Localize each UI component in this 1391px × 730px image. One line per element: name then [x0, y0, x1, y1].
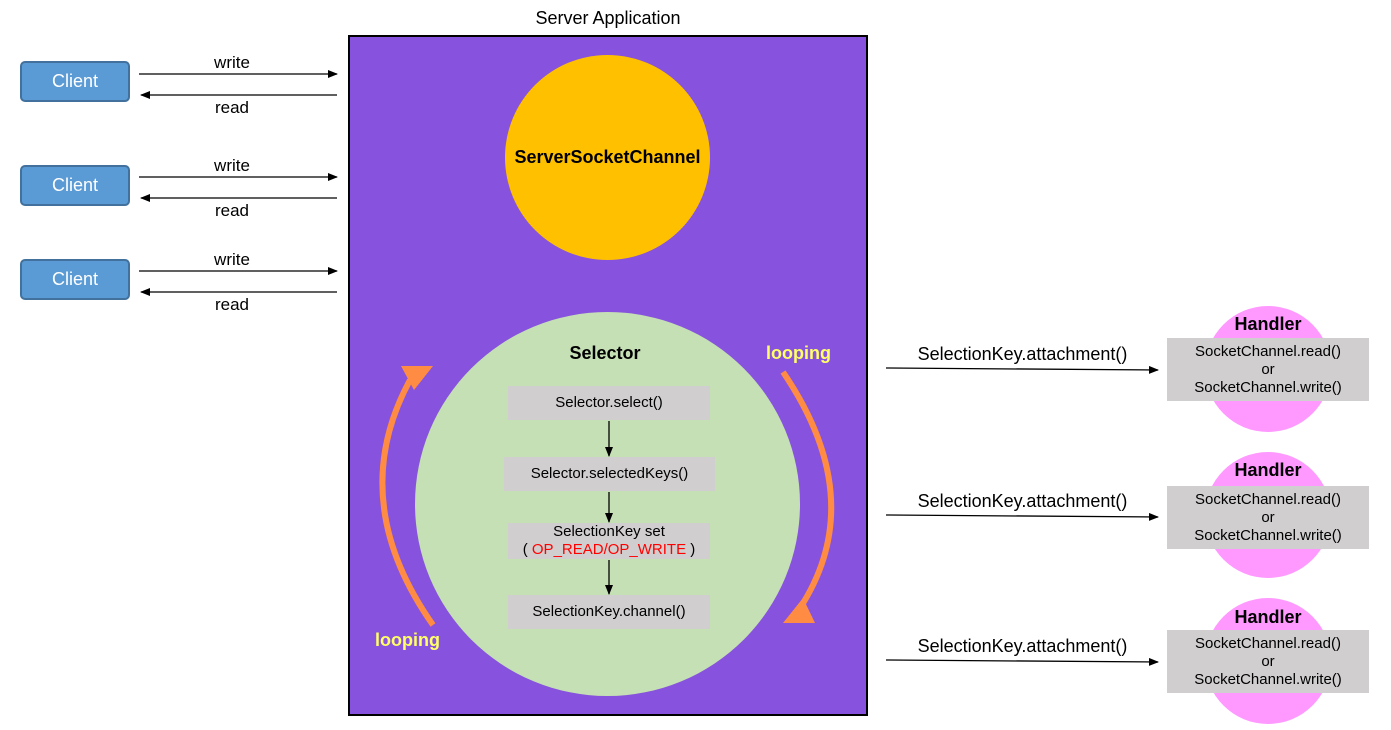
- looping-label-right: looping: [766, 343, 831, 363]
- client-write-label-1: write: [214, 53, 250, 72]
- step-key-set-close: ): [686, 541, 696, 558]
- handler-or-1: or: [1261, 360, 1275, 378]
- selector-circle: [415, 312, 800, 696]
- client-label-3: Client: [51, 269, 99, 289]
- client-label-1: Client: [51, 71, 99, 91]
- attachment-label-3: SelectionKey.attachment(): [917, 636, 1128, 656]
- handler-box-2: SocketChannel.read() or SocketChannel.wr…: [1167, 486, 1369, 549]
- server-socket-channel: ServerSocketChannel: [505, 55, 710, 260]
- handler-write-3: SocketChannel.write(): [1194, 670, 1342, 688]
- handler-box-1: SocketChannel.read() or SocketChannel.wr…: [1167, 338, 1369, 401]
- handler-read-2: SocketChannel.read(): [1195, 490, 1341, 508]
- step-select-label: Selector.select(): [555, 394, 663, 411]
- attachment-arrow-1: [885, 365, 1159, 374]
- client-box-2: Client: [20, 165, 130, 206]
- step-channel: SelectionKey.channel(): [508, 595, 710, 629]
- handler-or-2: or: [1261, 508, 1275, 526]
- client-write-label-2: write: [214, 156, 250, 175]
- step-key-set-open: (: [522, 541, 532, 558]
- handler-title-2: Handler: [1234, 460, 1302, 480]
- step-selected-keys-label: Selector.selectedKeys(): [530, 465, 689, 482]
- client-read-label-2: read: [214, 201, 250, 220]
- step-key-set-ops: OP_READ/OP_WRITE: [531, 541, 687, 558]
- client-box-3: Client: [20, 259, 130, 300]
- attachment-label-2: SelectionKey.attachment(): [917, 491, 1128, 511]
- handler-box-3: SocketChannel.read() or SocketChannel.wr…: [1167, 630, 1369, 693]
- handler-read-3: SocketChannel.read(): [1195, 634, 1341, 652]
- handler-title-3: Handler: [1234, 607, 1302, 627]
- server-socket-channel-label: ServerSocketChannel: [514, 147, 701, 167]
- attachment-label-1: SelectionKey.attachment(): [917, 344, 1128, 364]
- step-selected-keys: Selector.selectedKeys(): [504, 457, 715, 491]
- server-title: Server Application: [535, 8, 681, 28]
- selector-title: Selector: [569, 343, 641, 363]
- handler-write-1: SocketChannel.write(): [1194, 378, 1342, 396]
- client-write-label-3: write: [214, 250, 250, 269]
- client-box-1: Client: [20, 61, 130, 102]
- attachment-arrow-2: [885, 512, 1159, 521]
- step-key-set-line2: ( OP_READ/OP_WRITE ): [523, 541, 696, 559]
- step-key-set-line1: SelectionKey set: [553, 523, 665, 540]
- client-read-label-3: read: [214, 295, 250, 314]
- handler-or-3: or: [1261, 652, 1275, 670]
- attachment-arrow-3: [885, 657, 1159, 666]
- step-channel-label: SelectionKey.channel(): [532, 603, 686, 620]
- handler-title-1: Handler: [1234, 314, 1302, 334]
- looping-label-left: looping: [375, 630, 440, 650]
- step-selection-key-set: SelectionKey set ( OP_READ/OP_WRITE ): [508, 523, 710, 559]
- handler-read-1: SocketChannel.read(): [1195, 342, 1341, 360]
- client-label-2: Client: [51, 175, 99, 195]
- client-read-label-1: read: [214, 98, 250, 117]
- handler-write-2: SocketChannel.write(): [1194, 526, 1342, 544]
- step-select: Selector.select(): [508, 386, 710, 420]
